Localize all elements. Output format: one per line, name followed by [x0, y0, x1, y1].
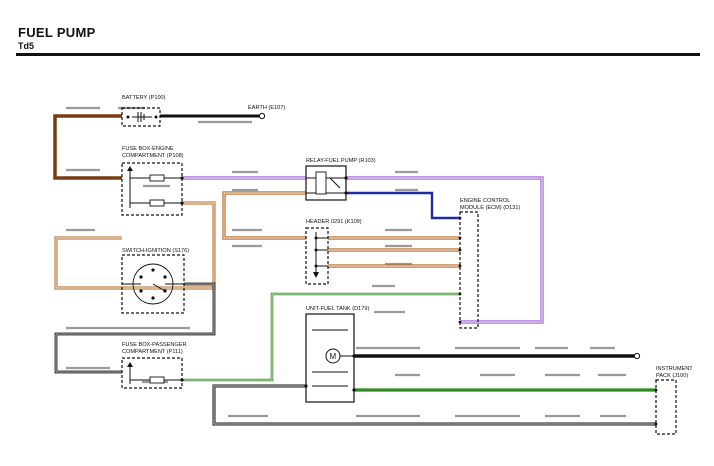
tank-earth-terminal — [633, 352, 641, 360]
relay-fuel-pump — [305, 165, 348, 201]
fuse-box-engine-label-2: COMPARTMENT (P108) — [122, 153, 184, 159]
page-subtitle: Td5 — [18, 41, 35, 51]
relay-label: RELAY-FUEL PUMP (R103) — [306, 158, 376, 164]
fuse-box-engine — [121, 162, 184, 216]
earth-terminal — [258, 112, 266, 120]
ecm-label-1: ENGINE CONTROL — [460, 198, 510, 204]
battery-label: BATTERY (P100) — [122, 95, 166, 101]
title-rule — [16, 53, 700, 56]
fuse-box-engine-label-1: FUSE BOX-ENGINE — [122, 146, 174, 152]
battery — [121, 107, 161, 127]
wire-green-white-stripe — [182, 293, 460, 381]
engine-control-module — [458, 211, 479, 329]
fuel-tank-label: UNIT-FUEL TANK (D179) — [306, 306, 369, 312]
page-title: FUEL PUMP — [18, 25, 96, 40]
wire-brown-battery-feed — [53, 114, 122, 180]
wire-blue-relay-ecm — [346, 191, 460, 220]
fuse-box-passenger — [121, 357, 184, 389]
header-label: HEADER 0291 (K109) — [306, 219, 362, 225]
wire-grey-loop-stripe — [213, 385, 656, 425]
wire-purple — [182, 176, 544, 324]
instrument-pack — [654, 379, 677, 435]
instrument-label-1: INSTRUMENT — [656, 366, 693, 372]
ecm-label-2: MODULE (ECM) (D131) — [460, 205, 520, 211]
wire-black-white-stripe — [55, 283, 215, 373]
switch-ignition-label: SWITCH-IGNITION (S176) — [122, 248, 189, 254]
earth-label: EARTH (E107) — [248, 105, 285, 111]
fuel-tank-unit: M — [304, 313, 356, 403]
switch-ignition — [121, 254, 185, 314]
header-0291 — [305, 227, 329, 285]
wire-brown-orange — [54, 191, 460, 290]
instrument-label-2: PACK (J100) — [656, 373, 688, 379]
wire-grey-loop — [212, 384, 656, 426]
reference-bars — [66, 106, 626, 418]
svg-text:M: M — [330, 352, 337, 361]
fuse-box-passenger-label-2: COMPARTMENT (P111) — [122, 349, 183, 355]
fuse-box-passenger-label-1: FUSE BOX-PASSENGER — [122, 342, 187, 348]
